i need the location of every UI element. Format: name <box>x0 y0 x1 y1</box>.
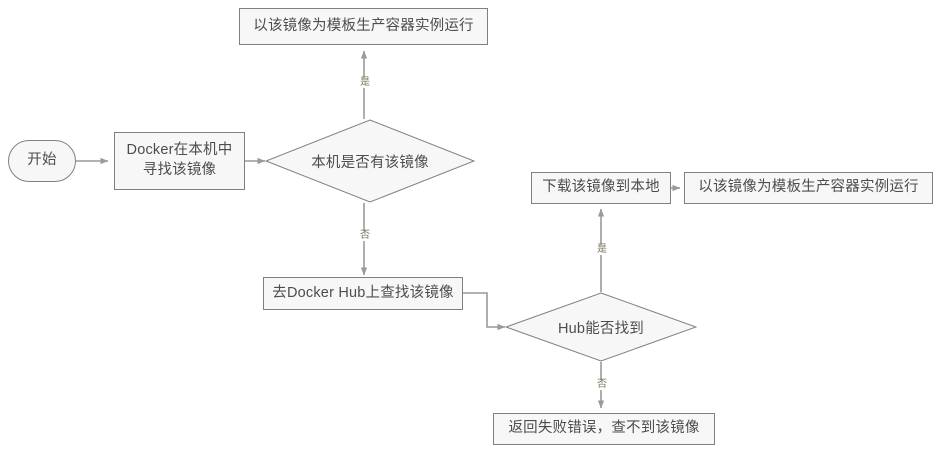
node-start[interactable]: 开始 <box>8 140 76 182</box>
edge-label-hub-no: 否 <box>592 380 612 390</box>
node-has-local-image[interactable]: 本机是否有该镜像 <box>265 119 475 203</box>
edge-label-local-no: 否 <box>355 231 375 241</box>
node-fail-return-label: 返回失败错误，查不到该镜像 <box>508 420 700 437</box>
edge-label-local-yes: 是 <box>355 78 375 88</box>
node-run-container-top[interactable]: 以该镜像为模板生产容器实例运行 <box>239 8 488 45</box>
node-download-image[interactable]: 下载该镜像到本地 <box>531 172 671 204</box>
node-find-local-image[interactable]: Docker在本机中 寻找该镜像 <box>114 132 245 190</box>
node-run-container-right-label: 以该镜像为模板生产容器实例运行 <box>698 179 919 196</box>
node-download-image-label: 下载该镜像到本地 <box>542 179 660 196</box>
edge-search-hub-to-hub-decision <box>463 292 506 331</box>
node-fail-return[interactable]: 返回失败错误，查不到该镜像 <box>493 413 715 445</box>
node-hub-found-label: Hub能否找到 <box>558 320 644 337</box>
node-find-local-image-label: Docker在本机中 寻找该镜像 <box>126 142 233 178</box>
node-run-container-right[interactable]: 以该镜像为模板生产容器实例运行 <box>684 172 933 204</box>
node-run-container-top-label: 以该镜像为模板生产容器实例运行 <box>253 17 474 34</box>
node-start-label: 开始 <box>27 152 57 169</box>
node-search-docker-hub[interactable]: 去Docker Hub上查找该镜像 <box>263 277 463 310</box>
node-has-local-image-label: 本机是否有该镜像 <box>311 154 429 171</box>
edge-label-hub-yes: 是 <box>592 245 612 255</box>
node-hub-found[interactable]: Hub能否找到 <box>505 292 697 362</box>
node-search-docker-hub-label: 去Docker Hub上查找该镜像 <box>272 284 454 301</box>
